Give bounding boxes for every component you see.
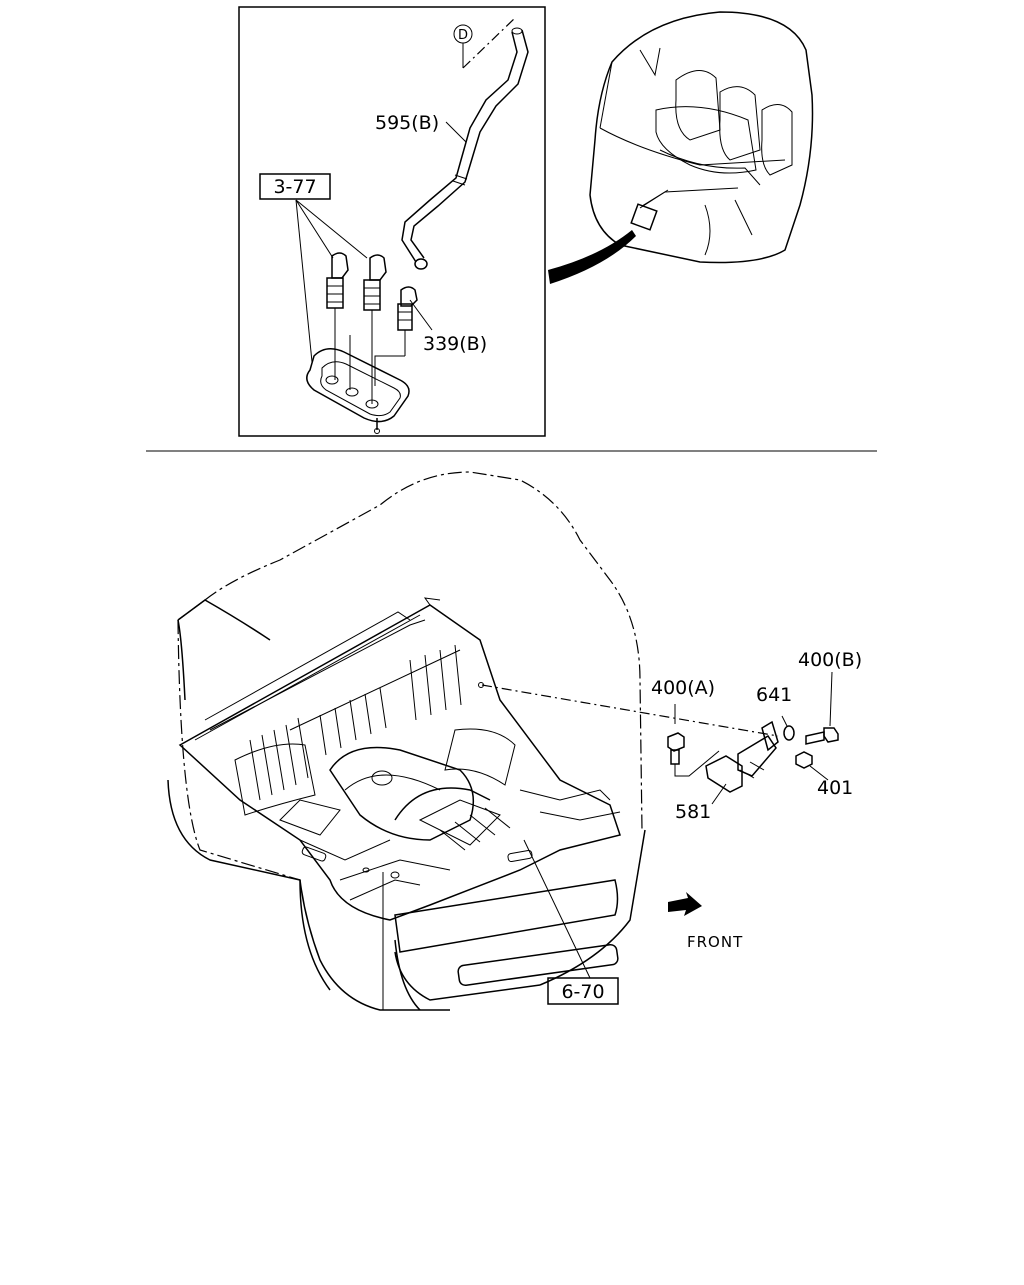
hose-595b (401, 27, 529, 270)
label-6-70: 6-70 (561, 981, 604, 1003)
label-6-70-box (547, 977, 619, 1005)
label-400a: 400(A) (651, 677, 715, 699)
marker-d: D (453, 17, 516, 69)
bracket-581 (705, 720, 779, 805)
bracket-assembly (667, 671, 839, 805)
leader-3-77 (295, 199, 368, 363)
front-arrow-icon (668, 892, 702, 916)
nipple-middle (363, 254, 387, 330)
cab-body (167, 471, 646, 1011)
inset-frame (238, 6, 546, 437)
label-641: 641 (756, 684, 792, 706)
label-339b: 339(B) (423, 333, 487, 355)
pointer-arrow (548, 230, 636, 284)
inset-detail: D 595(B) 3-77 (238, 6, 546, 437)
marker-d-label: D (458, 28, 468, 43)
label-400b: 400(B) (798, 649, 862, 671)
bolt-400b (805, 671, 839, 745)
label-401: 401 (817, 777, 853, 799)
leader-lines (382, 682, 779, 1010)
nut-401 (795, 751, 829, 781)
front-label: FRONT (687, 933, 743, 951)
cab-overview (548, 11, 814, 284)
nipple-right-339b (397, 286, 433, 356)
label-3-77-box (259, 173, 331, 200)
bolt-400a (667, 704, 720, 777)
connector-plate (306, 330, 410, 434)
washer-641 (781, 715, 795, 741)
label-595b: 595(B) (375, 112, 439, 134)
label-581: 581 (675, 801, 711, 823)
nipple-left (326, 252, 349, 330)
label-3-77: 3-77 (273, 176, 316, 198)
